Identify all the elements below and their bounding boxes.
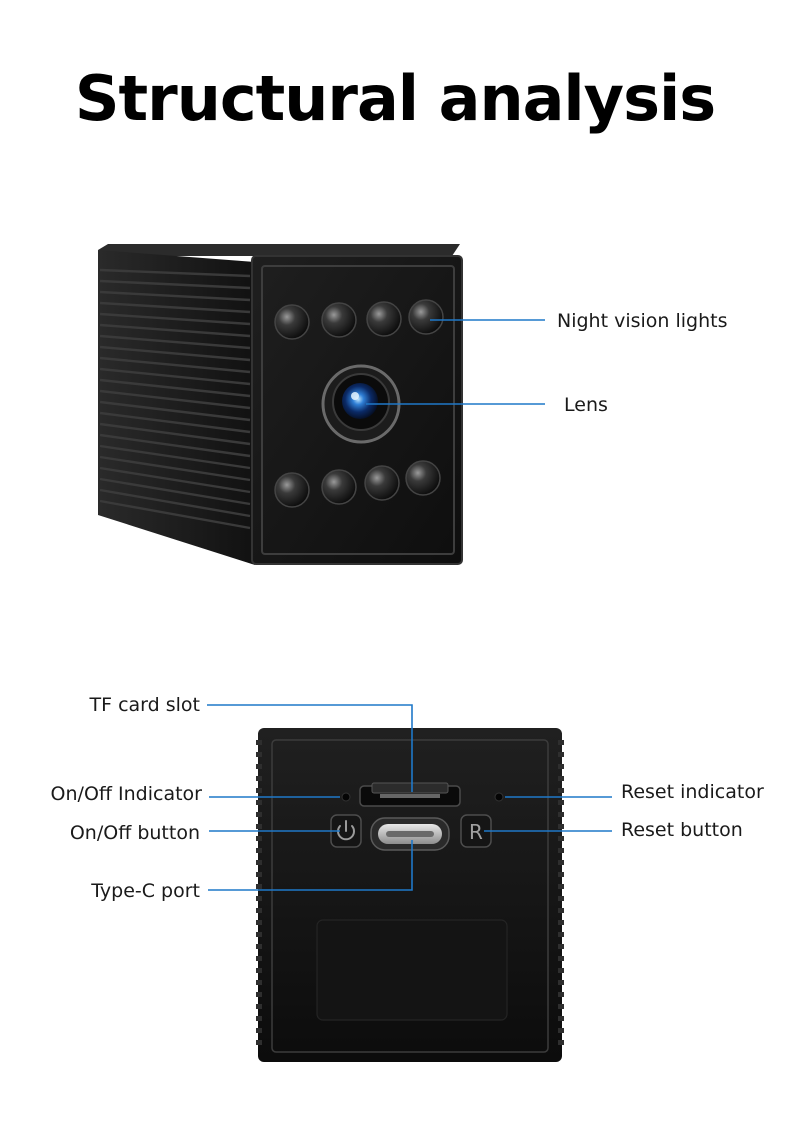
tf-card-slot (359, 782, 461, 807)
back-label-area (316, 919, 508, 1021)
front-camera (98, 244, 463, 565)
label-reset-button: Reset button (621, 819, 743, 841)
back-ridges-left (256, 740, 262, 1045)
back-panel (271, 739, 549, 1053)
night-vision-leds-top (274, 299, 444, 340)
type-c-port (370, 817, 450, 851)
ir-led (408, 299, 444, 335)
camera-top-face (98, 244, 460, 256)
back-ridges-right (558, 740, 564, 1045)
label-onoff-button: On/Off button (69, 822, 200, 844)
night-vision-leds-bottom (274, 460, 441, 508)
label-tf-card-slot: TF card slot (89, 694, 201, 716)
reset-indicator-led (494, 792, 504, 802)
side-grooves (99, 268, 251, 530)
onoff-button (330, 814, 362, 848)
label-type-c-port: Type-C port (91, 880, 200, 902)
ir-led (321, 469, 357, 505)
ir-led (366, 301, 402, 337)
label-reset-indicator: Reset indicator (621, 781, 764, 803)
ir-led (364, 465, 400, 501)
back-leader-lines (207, 704, 612, 891)
back-camera: R (256, 728, 564, 1062)
ir-led (274, 304, 310, 340)
ir-led (405, 460, 441, 496)
page-title: Structural analysis (74, 62, 716, 135)
front-leader-lines (366, 319, 545, 405)
label-lens: Lens (564, 394, 608, 416)
front-bezel (261, 265, 455, 555)
reset-glyph: R (469, 820, 483, 844)
ir-led (321, 302, 357, 338)
label-night-vision-lights: Night vision lights (557, 310, 728, 332)
camera-lens (321, 364, 401, 444)
ir-led (274, 472, 310, 508)
label-onoff-indicator: On/Off Indicator (50, 783, 202, 805)
onoff-indicator-led (341, 792, 351, 802)
leader-tf-card (207, 704, 413, 792)
leader-type-c (208, 840, 413, 891)
power-icon (337, 820, 355, 841)
